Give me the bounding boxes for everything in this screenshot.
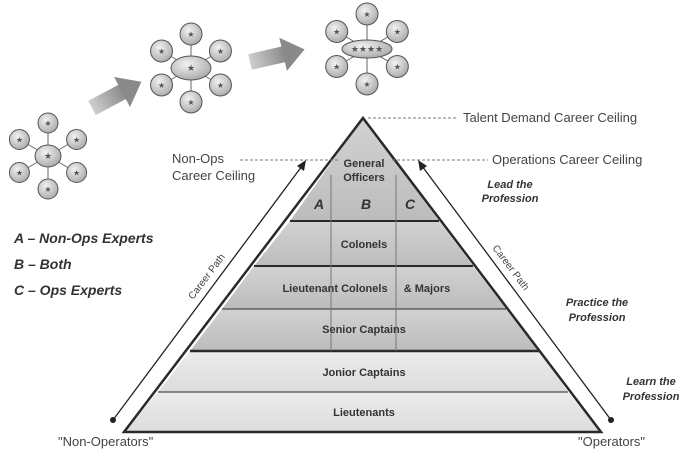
- pyramid: [121, 115, 604, 434]
- svg-text:★: ★: [333, 63, 340, 72]
- ops-ceiling-label: Operations Career Ceiling: [492, 152, 643, 167]
- lieutenants-label: Lieutenants: [333, 407, 395, 419]
- member-node-icon: [8, 129, 30, 150]
- network-cluster-small: ★ ★ ★ ★ ★ ★ ★: [8, 112, 88, 200]
- svg-text:★: ★: [16, 136, 23, 145]
- svg-text:★: ★: [44, 185, 51, 194]
- non-ops-ceiling-label-2: Career Ceiling: [172, 168, 256, 183]
- pyramid-outline: [121, 115, 604, 434]
- member-node-icon: [150, 73, 174, 97]
- svg-text:★: ★: [187, 30, 194, 39]
- growth-arrow-2: [248, 37, 305, 71]
- svg-text:★: ★: [217, 47, 224, 56]
- hub-node-icon: [341, 39, 393, 59]
- member-node-icon: [37, 178, 59, 200]
- network-clusters: ★★★★★★★★★★★★★★★★★★★★★★★★: [8, 2, 409, 200]
- svg-text:★: ★: [187, 98, 194, 107]
- colonels-label: Colonels: [341, 239, 387, 251]
- colonels-band: [254, 221, 473, 266]
- left-career-path-arrow: [110, 160, 306, 423]
- hub-node-icon: [170, 55, 212, 81]
- legend-b: B – Both: [14, 256, 72, 272]
- member-node-icon: [66, 129, 88, 150]
- member-node-icon: [355, 72, 379, 96]
- general-officers-label-2: Officers: [343, 172, 385, 184]
- member-node-icon: [208, 73, 232, 97]
- member-node-icon: [179, 22, 203, 46]
- non-operators-label: "Non-Operators": [58, 434, 154, 449]
- senior-captains-label: Senior Captains: [322, 324, 406, 336]
- member-node-icon: [208, 39, 232, 63]
- ltc-label: Lieutenant Colonels: [282, 283, 387, 295]
- column-a-label: A: [313, 196, 324, 212]
- svg-text:★: ★: [217, 81, 224, 90]
- senior-captains-band: [190, 309, 540, 351]
- network-cluster-medium: ★ ★ ★ ★ ★ ★ ★: [150, 22, 232, 114]
- legend-a: A – Non-Ops Experts: [14, 230, 154, 246]
- practice-stage-label-1: Practice the: [565, 297, 629, 309]
- member-node-icon: [385, 55, 409, 78]
- junior-captains-label: Jonior Captains: [322, 367, 405, 379]
- learn-stage-label-1: Learn the: [626, 376, 676, 388]
- svg-text:★: ★: [16, 169, 23, 178]
- column-c-label: C: [405, 196, 416, 212]
- member-node-icon: [37, 112, 59, 134]
- non-ops-ceiling-label-1: Non-Ops: [172, 151, 225, 166]
- general-officers-band: [290, 118, 439, 221]
- lead-stage-label-1: Lead the: [487, 179, 533, 191]
- svg-text:★: ★: [187, 63, 195, 73]
- svg-text:★: ★: [73, 169, 80, 178]
- svg-text:★: ★: [44, 151, 52, 161]
- svg-text:★: ★: [363, 10, 370, 19]
- lieutenants-band: [124, 392, 601, 432]
- svg-text:★★★★: ★★★★: [351, 44, 383, 54]
- majors-label: & Majors: [404, 283, 450, 295]
- ltc-majors-band: [222, 266, 506, 309]
- member-node-icon: [66, 162, 88, 183]
- learn-stage-label-2: Profession: [622, 391, 680, 403]
- lead-stage-label-2: Profession: [481, 193, 539, 205]
- member-node-icon: [385, 20, 409, 43]
- member-node-icon: [8, 162, 30, 183]
- svg-text:★: ★: [158, 47, 165, 56]
- member-node-icon: [355, 2, 379, 26]
- growth-arrow-1: [88, 77, 142, 116]
- network-cluster-large: ★★★★★★★★★★: [325, 2, 409, 96]
- member-node-icon: [325, 55, 349, 78]
- practice-stage-label-2: Profession: [568, 312, 626, 324]
- svg-text:★: ★: [394, 28, 401, 37]
- svg-text:★: ★: [394, 63, 401, 72]
- right-career-path-arrow: [418, 160, 614, 423]
- member-node-icon: [150, 39, 174, 63]
- svg-text:★: ★: [73, 136, 80, 145]
- legend-c: C – Ops Experts: [14, 282, 123, 298]
- hub-node-icon: [34, 144, 62, 168]
- svg-text:★: ★: [158, 81, 165, 90]
- operators-label: "Operators": [578, 434, 646, 449]
- svg-text:★: ★: [363, 80, 370, 89]
- general-officers-label-1: General: [344, 158, 385, 170]
- member-node-icon: [325, 20, 349, 43]
- member-node-icon: [179, 90, 203, 114]
- svg-text:★: ★: [44, 119, 51, 128]
- column-b-label: B: [361, 196, 371, 212]
- talent-demand-ceiling-label: Talent Demand Career Ceiling: [463, 110, 638, 125]
- svg-text:★: ★: [333, 28, 340, 37]
- junior-captains-band: [158, 351, 568, 392]
